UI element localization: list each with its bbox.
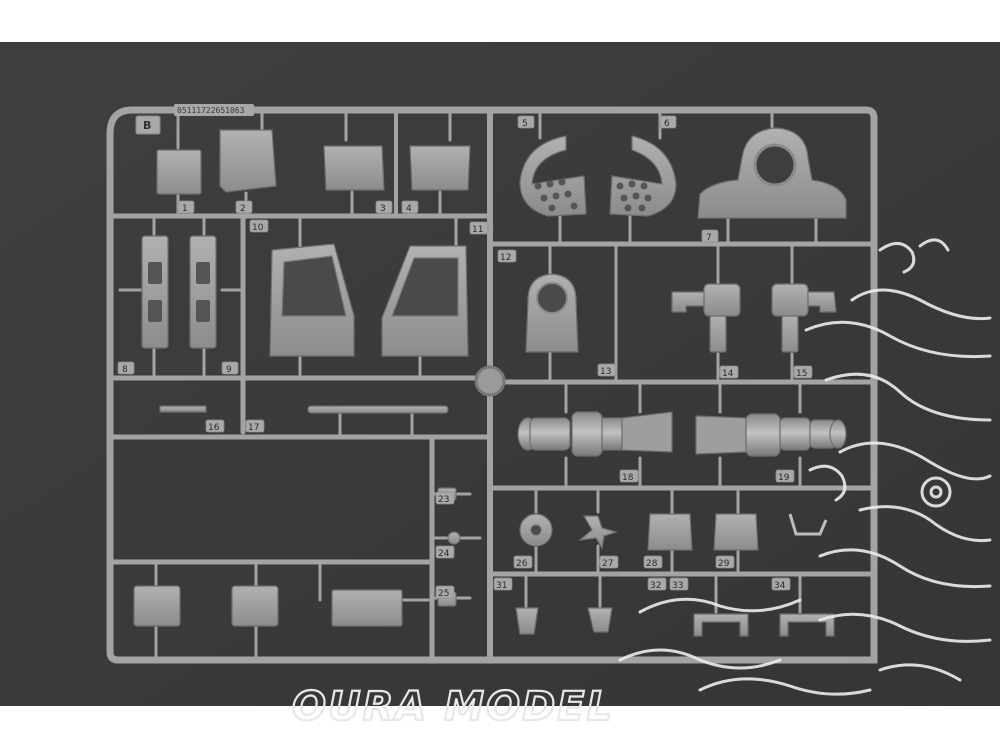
sprue-hub — [474, 365, 506, 397]
part-number-13: 13 — [600, 367, 611, 377]
part-number-14: 14 — [722, 369, 734, 379]
part-2-box — [219, 129, 277, 193]
part-number-26: 26 — [516, 559, 528, 569]
part-number-2: 2 — [240, 204, 246, 214]
sprue-letter: B — [143, 119, 151, 132]
part-number-29: 29 — [718, 559, 730, 569]
part-22-block — [331, 589, 403, 627]
parts — [133, 127, 847, 637]
shield-holes — [534, 178, 652, 212]
part-21-box — [231, 585, 279, 627]
part-number-12: 12 — [500, 253, 511, 263]
part-30-wire — [788, 513, 828, 536]
part-number-11: 11 — [472, 225, 483, 235]
part-number-28: 28 — [646, 559, 658, 569]
part-29-box — [713, 513, 759, 551]
part-number-8: 8 — [122, 365, 128, 375]
part-number-1: 1 — [182, 204, 188, 214]
part-number-19: 19 — [778, 473, 790, 483]
part-number-5: 5 — [522, 119, 528, 129]
part-16-lever — [159, 405, 207, 413]
part-number-4: 4 — [406, 204, 412, 214]
part-number-16: 16 — [208, 423, 220, 433]
part-32-clip — [587, 607, 613, 633]
watermark-text: OURA MODEL — [292, 684, 614, 730]
part-number-31: 31 — [496, 581, 507, 591]
part-18-exhaust — [517, 411, 673, 457]
part-27-tripod — [578, 515, 619, 550]
part-number-10: 10 — [252, 223, 264, 233]
part-1-panel — [156, 149, 202, 195]
part-19-exhaust — [695, 413, 847, 457]
part-28-box — [647, 513, 693, 551]
part-number-6: 6 — [664, 119, 670, 129]
part-number-15: 15 — [796, 369, 807, 379]
part-8-strip — [141, 235, 169, 349]
sprue-letter-tab — [135, 115, 161, 135]
part-number-9: 9 — [226, 365, 232, 375]
part-20-box — [133, 585, 181, 627]
part-17-rod — [307, 405, 449, 414]
sprue-code-tab — [174, 104, 254, 116]
part-4-bracket — [409, 145, 471, 191]
part-number-17: 17 — [248, 423, 259, 433]
part-24-piece — [447, 531, 461, 545]
part-33-bracket — [693, 613, 749, 637]
bottom-band — [0, 706, 1000, 750]
part-9-strip — [189, 235, 217, 349]
part-number-25: 25 — [438, 589, 449, 599]
part-number-23: 23 — [438, 495, 449, 505]
part-number-18: 18 — [622, 473, 634, 483]
dragon-head-outline-icon — [618, 238, 992, 696]
part-number-34: 34 — [774, 581, 786, 591]
sprue-code: 05111722651063 — [177, 106, 245, 115]
part-3-bracket — [323, 145, 385, 191]
part-number-32: 32 — [650, 581, 661, 591]
part-14-housing — [703, 283, 741, 317]
part-number-3: 3 — [380, 204, 386, 214]
strip-details — [148, 262, 210, 322]
part-15-housing — [771, 283, 809, 317]
part-number-7: 7 — [706, 233, 712, 243]
part-number-tabs: 1 2 3 4 5 6 7 8 9 10 11 12 13 14 15 16 1… — [117, 115, 813, 599]
part-number-33: 33 — [672, 581, 683, 591]
part-number-24: 24 — [438, 549, 450, 559]
part-number-27: 27 — [602, 559, 613, 569]
part-31-clip — [515, 607, 539, 635]
